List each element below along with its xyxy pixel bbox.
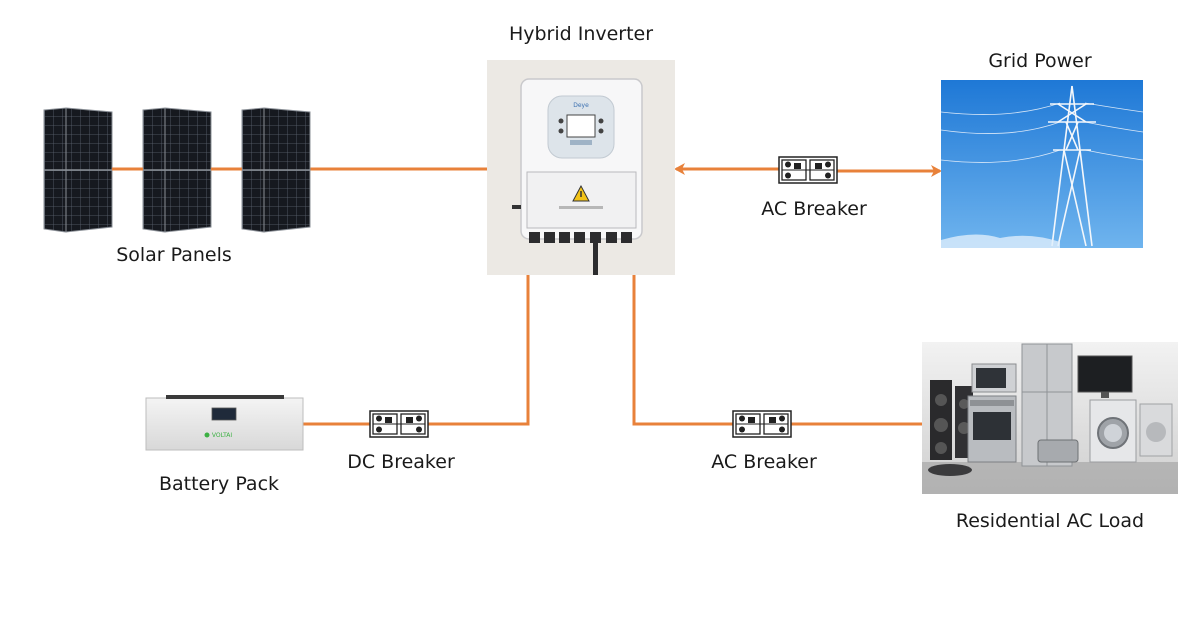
- load-wire: [632, 275, 922, 426]
- solar-panels: [43, 107, 311, 233]
- solar-label: Solar Panels: [116, 244, 232, 266]
- battery-wire: [303, 275, 530, 426]
- grid-label: Grid Power: [988, 50, 1092, 72]
- appliances-icon: [922, 342, 1178, 494]
- inverter-label: Hybrid Inverter: [509, 23, 653, 45]
- circuit-breaker-icon: [369, 410, 429, 438]
- battery-label: Battery Pack: [159, 473, 279, 495]
- power-tower-icon: [940, 80, 1144, 248]
- battery-icon: VOLTAI: [145, 395, 304, 451]
- ac-breaker-grid-label: AC Breaker: [761, 198, 867, 220]
- inverter-icon: Deye: [487, 60, 675, 275]
- solar-panel-icon: [241, 107, 311, 233]
- ac-breaker-load-label: AC Breaker: [711, 451, 817, 473]
- inverter-brand: Deye: [573, 102, 589, 109]
- load-label: Residential AC Load: [956, 510, 1144, 532]
- solar-panel-icon: [43, 107, 113, 233]
- battery-brand: VOLTAI: [212, 432, 233, 439]
- dc-breaker-label: DC Breaker: [347, 451, 455, 473]
- solar-panel-icon: [142, 107, 212, 233]
- circuit-breaker-icon: [778, 156, 838, 184]
- circuit-breaker-icon: [732, 410, 792, 438]
